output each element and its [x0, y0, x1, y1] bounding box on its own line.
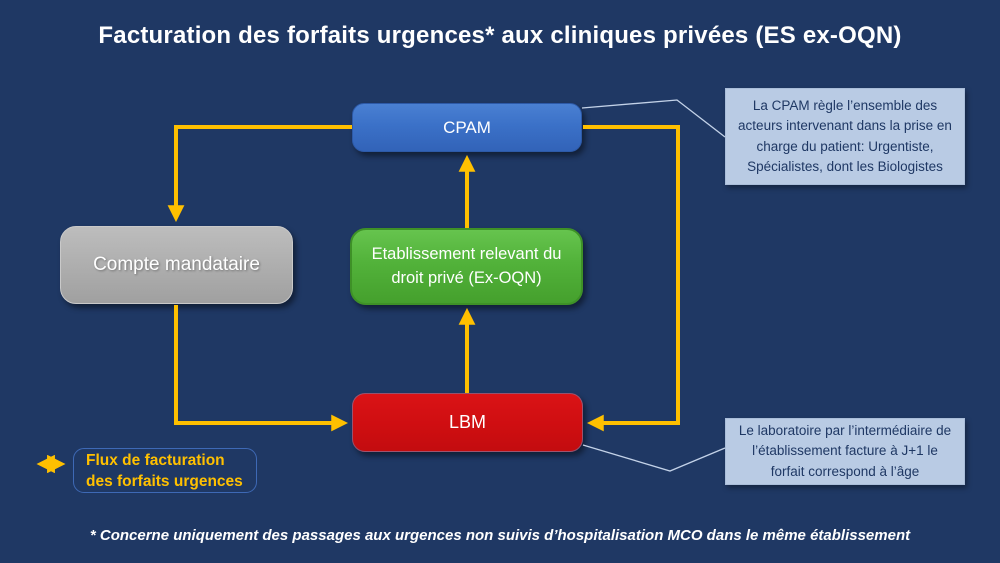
- node-cpam: CPAM: [352, 103, 582, 152]
- legend-label: Flux de facturation des forfaits urgence…: [86, 451, 243, 490]
- node-compte-mandataire-label: Compte mandataire: [93, 254, 260, 275]
- connector-lbm-note-line: [582, 444, 726, 472]
- annotation-lbm-note: Le laboratoire par l’intermédiaire de l’…: [725, 418, 965, 485]
- legend-box: Flux de facturation des forfaits urgence…: [73, 448, 257, 493]
- annotation-cpam-note: La CPAM règle l’ensemble des acteurs int…: [725, 88, 965, 185]
- node-etablissement: Etablissement relevant du droit privé (E…: [350, 228, 583, 305]
- flow-cpam-to-lbm-arrow: [583, 125, 680, 432]
- node-etablissement-label: Etablissement relevant du droit privé (E…: [371, 245, 562, 287]
- node-cpam-label: CPAM: [443, 117, 491, 137]
- node-lbm: LBM: [352, 393, 583, 452]
- annotation-lbm-note-text: Le laboratoire par l’intermédiaire de l’…: [738, 423, 952, 479]
- flow-cpam-to-compte-arrow: [167, 125, 352, 223]
- footnote: * Concerne uniquement des passages aux u…: [89, 527, 911, 544]
- flow-compte-to-lbm-arrow: [174, 305, 349, 432]
- annotation-cpam-note-text: La CPAM règle l’ensemble des acteurs int…: [738, 98, 952, 174]
- slide-title: Facturation des forfaits urgences* aux c…: [98, 22, 902, 49]
- node-compte-mandataire: Compte mandataire: [60, 226, 293, 304]
- connector-cpam-note-line: [581, 99, 726, 138]
- node-lbm-label: LBM: [448, 412, 486, 432]
